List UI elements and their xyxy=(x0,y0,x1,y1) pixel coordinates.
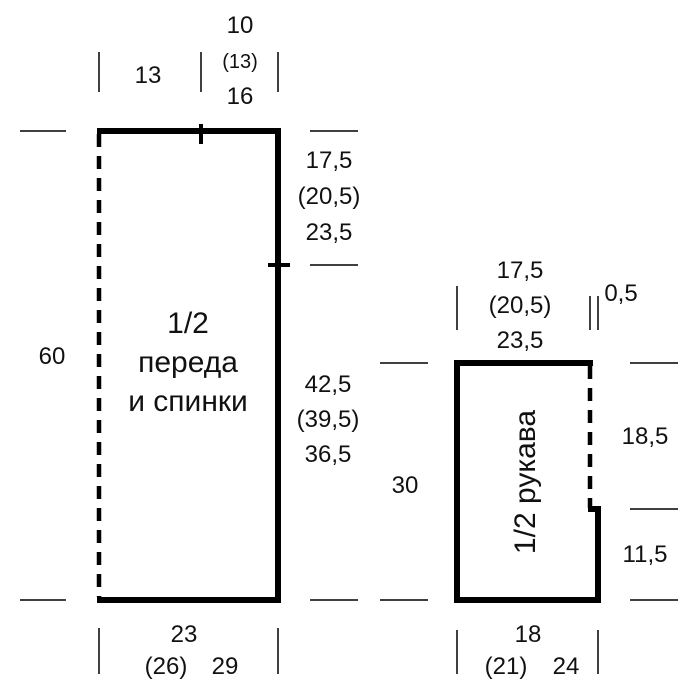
body-side-length-3: 36,5 xyxy=(305,441,352,468)
body-neck-width-2: (13) xyxy=(222,51,258,73)
sleeve-top-width-2: (20,5) xyxy=(489,292,552,319)
body-armhole-depth-1: 17,5 xyxy=(306,147,353,174)
body-side-length-1: 42,5 xyxy=(305,371,352,398)
body-bottom-width-1: 23 xyxy=(171,621,198,648)
body-bottom-width-3: 29 xyxy=(212,653,239,680)
sleeve-step-width: 0,5 xyxy=(604,280,637,307)
sleeve-piece: 1/2 рукава 17,5 (20,5) 23,5 0,5 30 18,5 … xyxy=(380,257,678,680)
sleeve-top-width-3: 23,5 xyxy=(497,327,544,354)
body-side-length-2: (39,5) xyxy=(297,406,360,433)
sleeve-bottom-width-1: 18 xyxy=(515,621,542,648)
body-bottom-width-2: (26) xyxy=(145,653,188,680)
sleeve-lower-length: 11,5 xyxy=(623,541,668,568)
body-armhole-depth-3: 23,5 xyxy=(306,219,353,246)
body-armhole-depth-2: (20,5) xyxy=(298,183,361,210)
body-title-line-1: 1/2 xyxy=(167,307,209,340)
sleeve-top-width-1: 17,5 xyxy=(497,257,544,284)
sleeve-upper-length: 18,5 xyxy=(622,423,669,450)
sleeve-title: 1/2 рукава xyxy=(509,410,542,554)
sleeve-bottom-width-2: (21) xyxy=(485,653,528,680)
sleeve-total-height: 30 xyxy=(392,472,419,499)
sleeve-bottom-width-3: 24 xyxy=(553,653,580,680)
body-piece: 1/2 переда и спинки 13 10 (13) 16 17,5 (… xyxy=(20,12,360,680)
body-total-height: 60 xyxy=(39,343,66,370)
body-neck-width-1: 10 xyxy=(227,12,254,39)
body-neck-width-3: 16 xyxy=(227,83,254,110)
body-top-left-width: 13 xyxy=(135,62,162,89)
body-title-line-3: и спинки xyxy=(128,385,248,418)
body-title-line-2: переда xyxy=(138,346,238,379)
